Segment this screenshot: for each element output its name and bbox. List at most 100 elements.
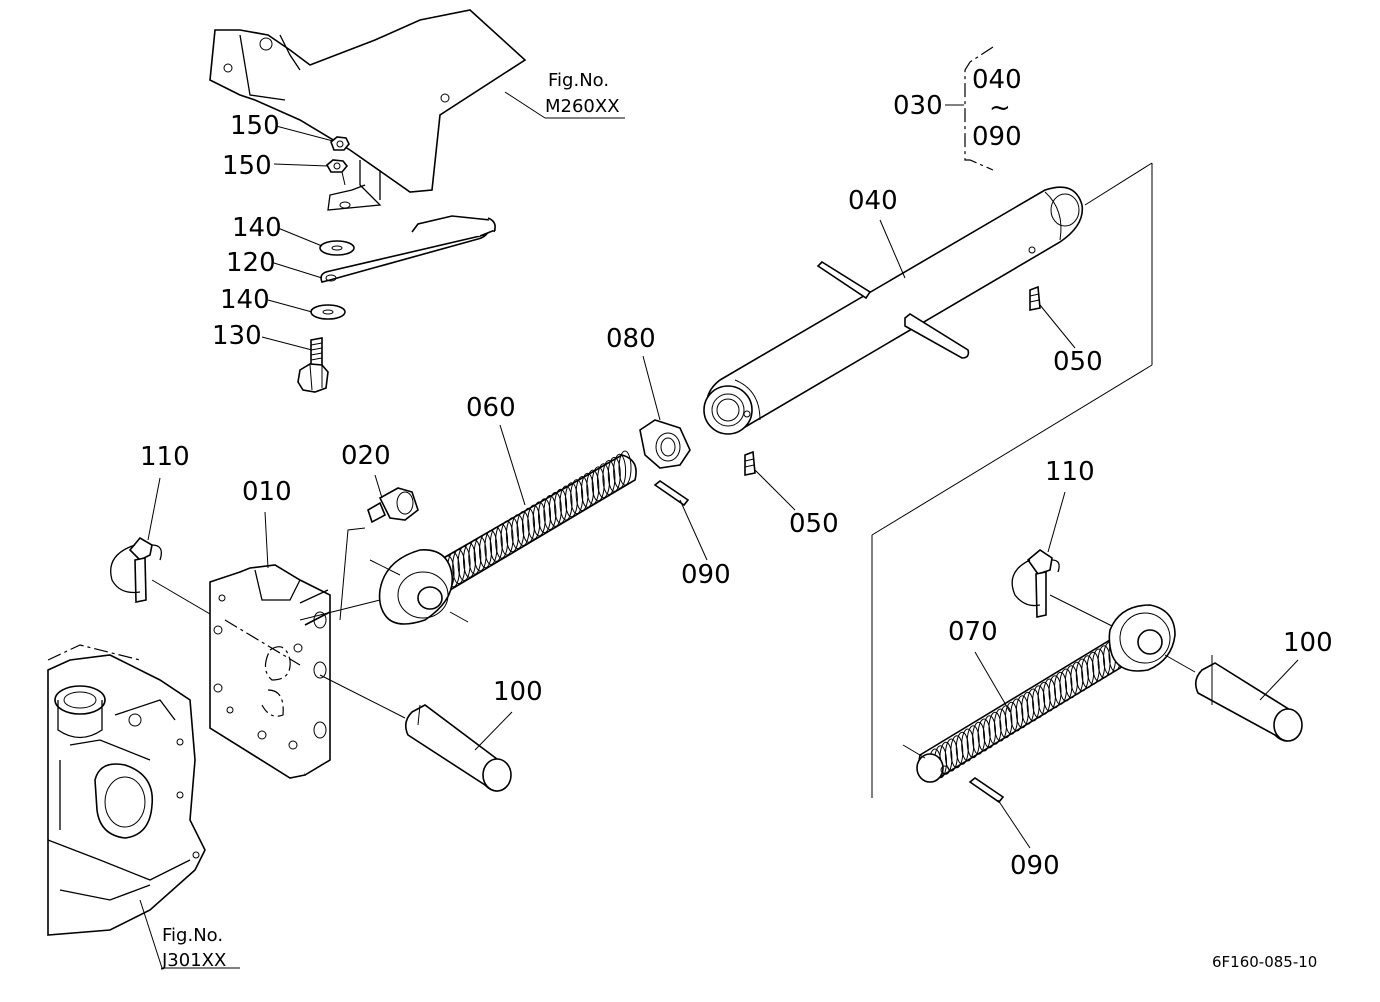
leader-090-middle	[679, 499, 708, 561]
thread-ring-060	[564, 482, 578, 518]
spring-pin-090-right	[968, 777, 1005, 804]
bolt-020-axis	[339, 527, 366, 621]
thread-ring-060	[602, 460, 616, 495]
bolt-130	[297, 337, 329, 393]
label-150-lower: 150	[222, 151, 272, 181]
thread-ring-060	[505, 517, 519, 553]
thread-ring-060	[554, 488, 568, 524]
thread-ring-060	[489, 526, 503, 562]
label-tilde: ~	[989, 93, 1011, 123]
leader-050-lower	[754, 469, 796, 511]
thread-ring-060	[618, 450, 632, 486]
top-fig-label: Fig.No.	[548, 70, 609, 91]
thread-ring-070	[955, 731, 969, 765]
thread-ring-060	[473, 536, 487, 572]
thread-ring-060	[522, 507, 535, 543]
thread-ring-060	[548, 491, 562, 527]
thread-ring-060	[575, 476, 589, 511]
pin-100-left-axis	[319, 674, 406, 719]
washer-140-lower	[310, 304, 346, 320]
thread-ring-070	[1004, 701, 1018, 735]
label-050-upper: 050	[1053, 347, 1103, 377]
label-120: 120	[226, 248, 276, 278]
thread-ring-060	[511, 514, 525, 550]
bottom-fig-code: J301XX	[161, 950, 226, 971]
label-090-right: 090	[1010, 851, 1060, 881]
thread-ring-060	[495, 523, 509, 559]
thread-ring-060	[463, 542, 476, 578]
washer-140-upper	[319, 240, 355, 256]
label-080: 080	[606, 324, 656, 354]
label-030: 030	[893, 91, 943, 121]
thread-ring-070	[950, 735, 964, 769]
thread-ring-060	[516, 511, 530, 546]
thread-ring-070	[1010, 698, 1024, 732]
thread-ring-060	[543, 495, 557, 530]
leader-110-right	[1047, 491, 1066, 553]
thread-ring-070	[1070, 661, 1084, 695]
label-130: 130	[212, 321, 262, 351]
thread-ring-060	[570, 479, 584, 515]
leader-070	[974, 651, 1011, 713]
label-140-upper: 140	[232, 213, 282, 243]
thread-ring-070	[1064, 665, 1078, 699]
thread-ring-060	[500, 520, 514, 556]
leader-090-right	[997, 799, 1031, 849]
thread-ring-070	[977, 718, 991, 752]
nut-150-lower	[325, 159, 349, 173]
leader-040	[879, 219, 906, 279]
leader-100-right	[1259, 659, 1299, 701]
label-040-group: 040	[972, 65, 1022, 95]
leader-050-upper	[1039, 304, 1076, 349]
thread-ring-060	[452, 549, 466, 585]
thread-ring-070	[966, 725, 980, 759]
thread-ring-070	[1086, 651, 1100, 685]
label-050-lower: 050	[789, 509, 839, 539]
thread-ring-060	[538, 498, 551, 534]
grease-fitting-050-lower	[744, 450, 756, 476]
clevis-pin-100-left	[404, 704, 512, 792]
thread-ring-060	[591, 466, 605, 502]
label-040: 040	[848, 186, 898, 216]
thread-ring-060	[586, 469, 600, 505]
leaders-top-left	[261, 125, 334, 351]
thread-ring-060	[613, 453, 627, 489]
thread-ring-070	[1037, 681, 1051, 715]
transmission-housing	[47, 644, 206, 936]
label-060: 060	[466, 393, 516, 423]
lynch-pin-110-right	[1011, 549, 1060, 618]
thread-ring-070	[1054, 671, 1067, 705]
pin-110-right-axis	[1049, 594, 1121, 631]
lynch-pin-110-left	[110, 536, 163, 603]
pin-100-right-axis	[1164, 654, 1196, 673]
thread-ring-070	[1092, 648, 1106, 682]
thread-ring-070	[1059, 668, 1073, 702]
label-100-left: 100	[493, 677, 543, 707]
axis-bracket-rod	[299, 599, 381, 621]
label-100-right: 100	[1283, 628, 1333, 658]
bolt-020	[367, 487, 419, 524]
grease-fitting-050-upper	[1029, 285, 1041, 311]
nut-150-upper	[330, 136, 350, 151]
threaded-rod-070	[902, 604, 1176, 783]
thread-ring-060	[581, 472, 594, 508]
spring-pin-090-middle	[653, 480, 690, 507]
lock-nut-080	[639, 419, 691, 469]
label-140-lower: 140	[220, 285, 270, 315]
leader-110-left	[147, 477, 161, 541]
leader-010	[264, 511, 269, 569]
label-010: 010	[242, 477, 292, 507]
group-bracket-030	[945, 46, 994, 171]
thread-ring-070	[961, 728, 975, 762]
thread-ring-060	[607, 456, 621, 492]
threaded-rod-060	[369, 450, 637, 625]
thread-ring-070	[1097, 645, 1111, 679]
label-070: 070	[948, 617, 998, 647]
thread-ring-070	[988, 711, 1002, 745]
thread-ring-060	[457, 546, 471, 581]
thread-ring-060	[559, 485, 573, 521]
thread-ring-070	[1081, 655, 1095, 689]
thread-ring-070	[1026, 688, 1040, 722]
thread-ring-070	[944, 738, 958, 772]
leader-080	[642, 355, 661, 421]
